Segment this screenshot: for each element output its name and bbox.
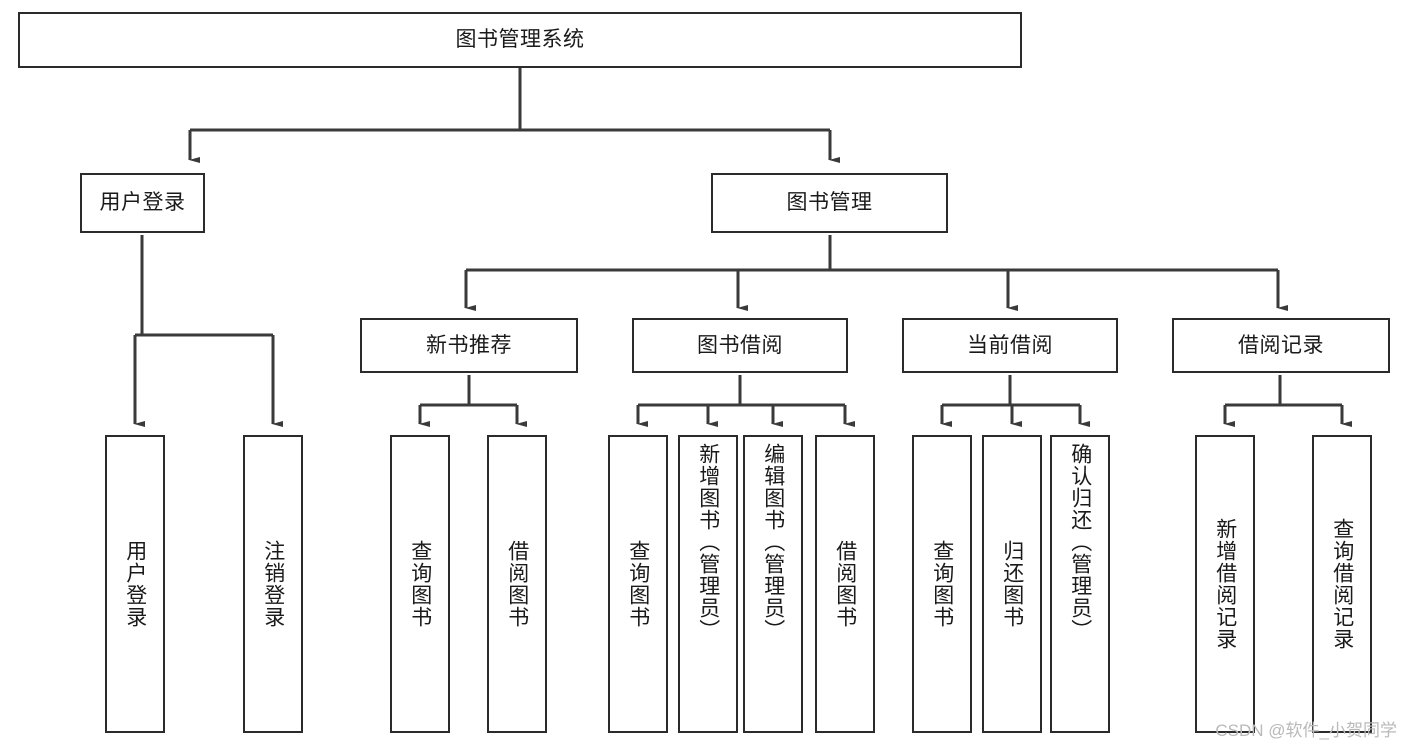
node-leaf-confirm-return-label: 确认归还（管理员）	[1068, 443, 1092, 641]
node-leaf-return-book-label: 归还图书	[1000, 540, 1024, 628]
node-leaf-add-book-label: 新增图书（管理员）	[696, 443, 720, 641]
node-leaf-user-login[interactable]: 用户登录	[105, 435, 165, 733]
node-leaf-borrow-book-2[interactable]: 借阅图书	[815, 435, 875, 733]
node-current-borrow-label: 当前借阅	[967, 333, 1053, 357]
node-root[interactable]: 图书管理系统	[18, 12, 1022, 68]
node-leaf-borrow-book-1-label: 借阅图书	[505, 540, 529, 628]
node-book-borrow-label: 图书借阅	[697, 333, 783, 357]
node-leaf-query-book-2-label: 查询图书	[626, 540, 650, 628]
node-leaf-user-logout-label: 注销登录	[261, 540, 285, 628]
node-leaf-borrow-book-1[interactable]: 借阅图书	[487, 435, 547, 733]
node-leaf-user-logout[interactable]: 注销登录	[243, 435, 303, 733]
node-leaf-add-book[interactable]: 新增图书（管理员）	[678, 435, 738, 733]
node-leaf-query-book-1-label: 查询图书	[408, 540, 432, 628]
node-leaf-query-book-3[interactable]: 查询图书	[912, 435, 972, 733]
node-book-borrow[interactable]: 图书借阅	[632, 318, 848, 373]
node-leaf-edit-book-label: 编辑图书（管理员）	[761, 443, 785, 641]
node-leaf-add-record[interactable]: 新增借阅记录	[1195, 435, 1255, 733]
node-new-book-rec-label: 新书推荐	[426, 333, 512, 357]
node-leaf-query-book-1[interactable]: 查询图书	[390, 435, 450, 733]
node-leaf-edit-book[interactable]: 编辑图书（管理员）	[743, 435, 803, 733]
node-current-borrow[interactable]: 当前借阅	[902, 318, 1118, 373]
node-leaf-confirm-return[interactable]: 确认归还（管理员）	[1050, 435, 1110, 733]
node-leaf-query-record[interactable]: 查询借阅记录	[1312, 435, 1372, 733]
node-leaf-query-record-label: 查询借阅记录	[1330, 518, 1354, 650]
node-new-book-rec[interactable]: 新书推荐	[360, 318, 578, 373]
node-book-manage-label: 图书管理	[786, 191, 873, 215]
node-leaf-add-record-label: 新增借阅记录	[1213, 518, 1237, 650]
node-borrow-record-label: 借阅记录	[1238, 333, 1324, 357]
node-leaf-return-book[interactable]: 归还图书	[982, 435, 1042, 733]
node-leaf-borrow-book-2-label: 借阅图书	[833, 540, 857, 628]
node-user-login[interactable]: 用户登录	[80, 173, 205, 233]
node-book-manage[interactable]: 图书管理	[711, 173, 948, 233]
node-leaf-query-book-2[interactable]: 查询图书	[608, 435, 668, 733]
node-leaf-user-login-label: 用户登录	[123, 540, 147, 628]
node-root-label: 图书管理系统	[455, 28, 585, 52]
node-user-login-label: 用户登录	[99, 191, 186, 215]
node-borrow-record[interactable]: 借阅记录	[1172, 318, 1390, 373]
node-leaf-query-book-3-label: 查询图书	[930, 540, 954, 628]
